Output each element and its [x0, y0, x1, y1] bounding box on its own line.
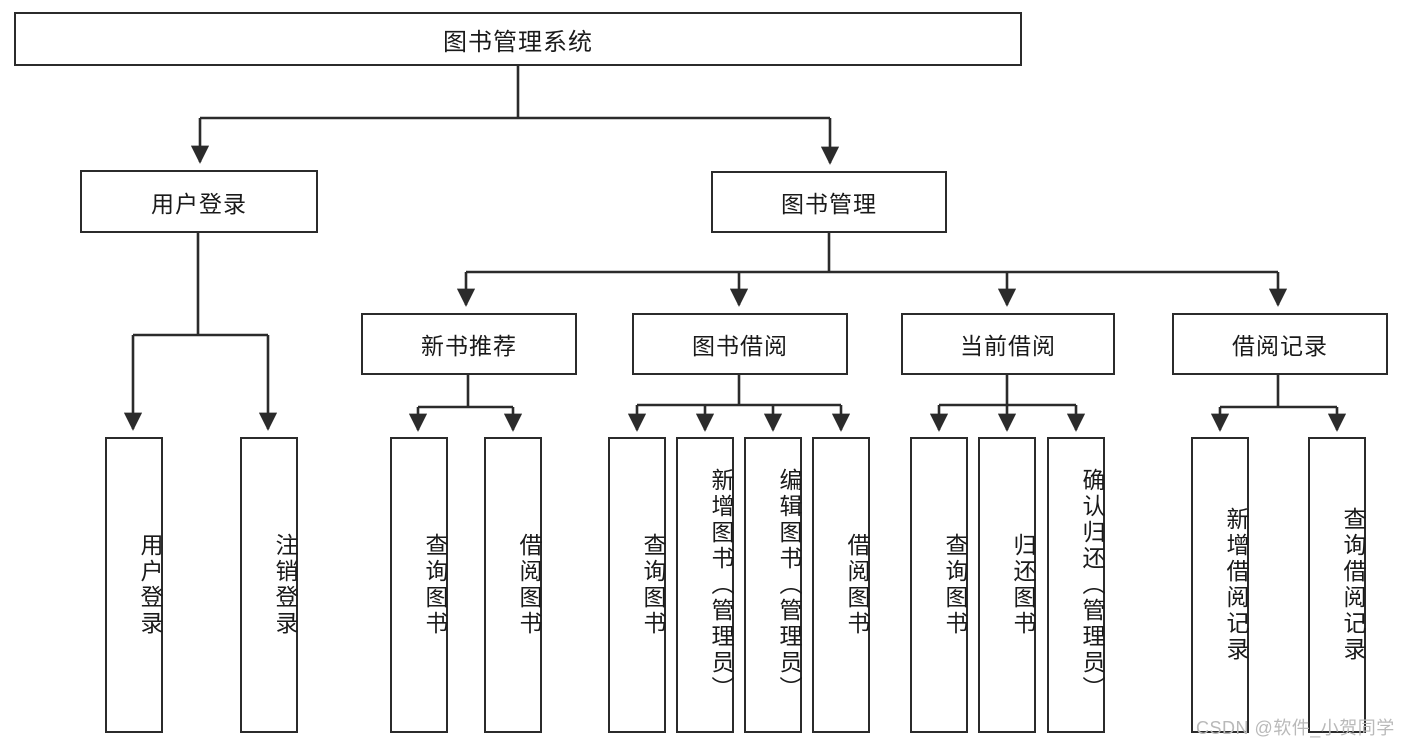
- node-label: 查询图书: [640, 533, 666, 637]
- node-user-login[interactable]: 用户登录: [80, 170, 318, 233]
- watermark: CSDN @软件_小贺同学: [1196, 714, 1395, 740]
- node-label: 查询图书: [942, 533, 968, 637]
- node-label: 借阅记录: [1232, 333, 1328, 359]
- node-leaf-edit-book[interactable]: 编辑图书（管理员）: [744, 437, 802, 733]
- node-label: 借阅图书: [516, 533, 542, 637]
- node-borrow-record[interactable]: 借阅记录: [1172, 313, 1388, 375]
- node-leaf-return-book[interactable]: 归还图书: [978, 437, 1036, 733]
- node-leaf-borrow-book-2[interactable]: 借阅图书: [812, 437, 870, 733]
- node-label: 借阅图书: [844, 533, 870, 637]
- watermark-text: CSDN @软件_小贺同学: [1196, 718, 1395, 738]
- node-label: 注销登录: [272, 533, 298, 637]
- node-label: 图书借阅: [692, 333, 788, 359]
- node-leaf-add-borrow-record[interactable]: 新增借阅记录: [1191, 437, 1249, 733]
- node-label: 新增图书（管理员）: [708, 468, 734, 702]
- node-label: 用户登录: [151, 190, 247, 217]
- node-label: 当前借阅: [960, 333, 1056, 359]
- node-label: 归还图书: [1010, 533, 1036, 637]
- node-label: 确认归还（管理员）: [1079, 468, 1105, 702]
- node-leaf-add-book[interactable]: 新增图书（管理员）: [676, 437, 734, 733]
- node-new-book-recommend[interactable]: 新书推荐: [361, 313, 577, 375]
- node-book-borrow[interactable]: 图书借阅: [632, 313, 848, 375]
- node-label: 查询图书: [422, 533, 448, 637]
- node-book-management[interactable]: 图书管理: [711, 171, 947, 233]
- node-leaf-query-book-3[interactable]: 查询图书: [910, 437, 968, 733]
- node-leaf-borrow-book-1[interactable]: 借阅图书: [484, 437, 542, 733]
- node-label: 查询借阅记录: [1340, 507, 1366, 663]
- node-label: 新书推荐: [421, 333, 517, 359]
- node-label: 编辑图书（管理员）: [776, 468, 802, 702]
- node-label: 图书管理: [781, 191, 877, 217]
- node-root-book-management-system[interactable]: 图书管理系统: [14, 12, 1022, 66]
- node-label: 用户登录: [137, 533, 163, 637]
- node-leaf-confirm-return[interactable]: 确认归还（管理员）: [1047, 437, 1105, 733]
- node-current-borrow[interactable]: 当前借阅: [901, 313, 1115, 375]
- node-leaf-logout-login[interactable]: 注销登录: [240, 437, 298, 733]
- node-leaf-user-login[interactable]: 用户登录: [105, 437, 163, 733]
- node-leaf-query-book-1[interactable]: 查询图书: [390, 437, 448, 733]
- node-label: 图书管理系统: [443, 28, 593, 56]
- node-leaf-query-borrow-record[interactable]: 查询借阅记录: [1308, 437, 1366, 733]
- node-label: 新增借阅记录: [1223, 507, 1249, 663]
- node-leaf-query-book-2[interactable]: 查询图书: [608, 437, 666, 733]
